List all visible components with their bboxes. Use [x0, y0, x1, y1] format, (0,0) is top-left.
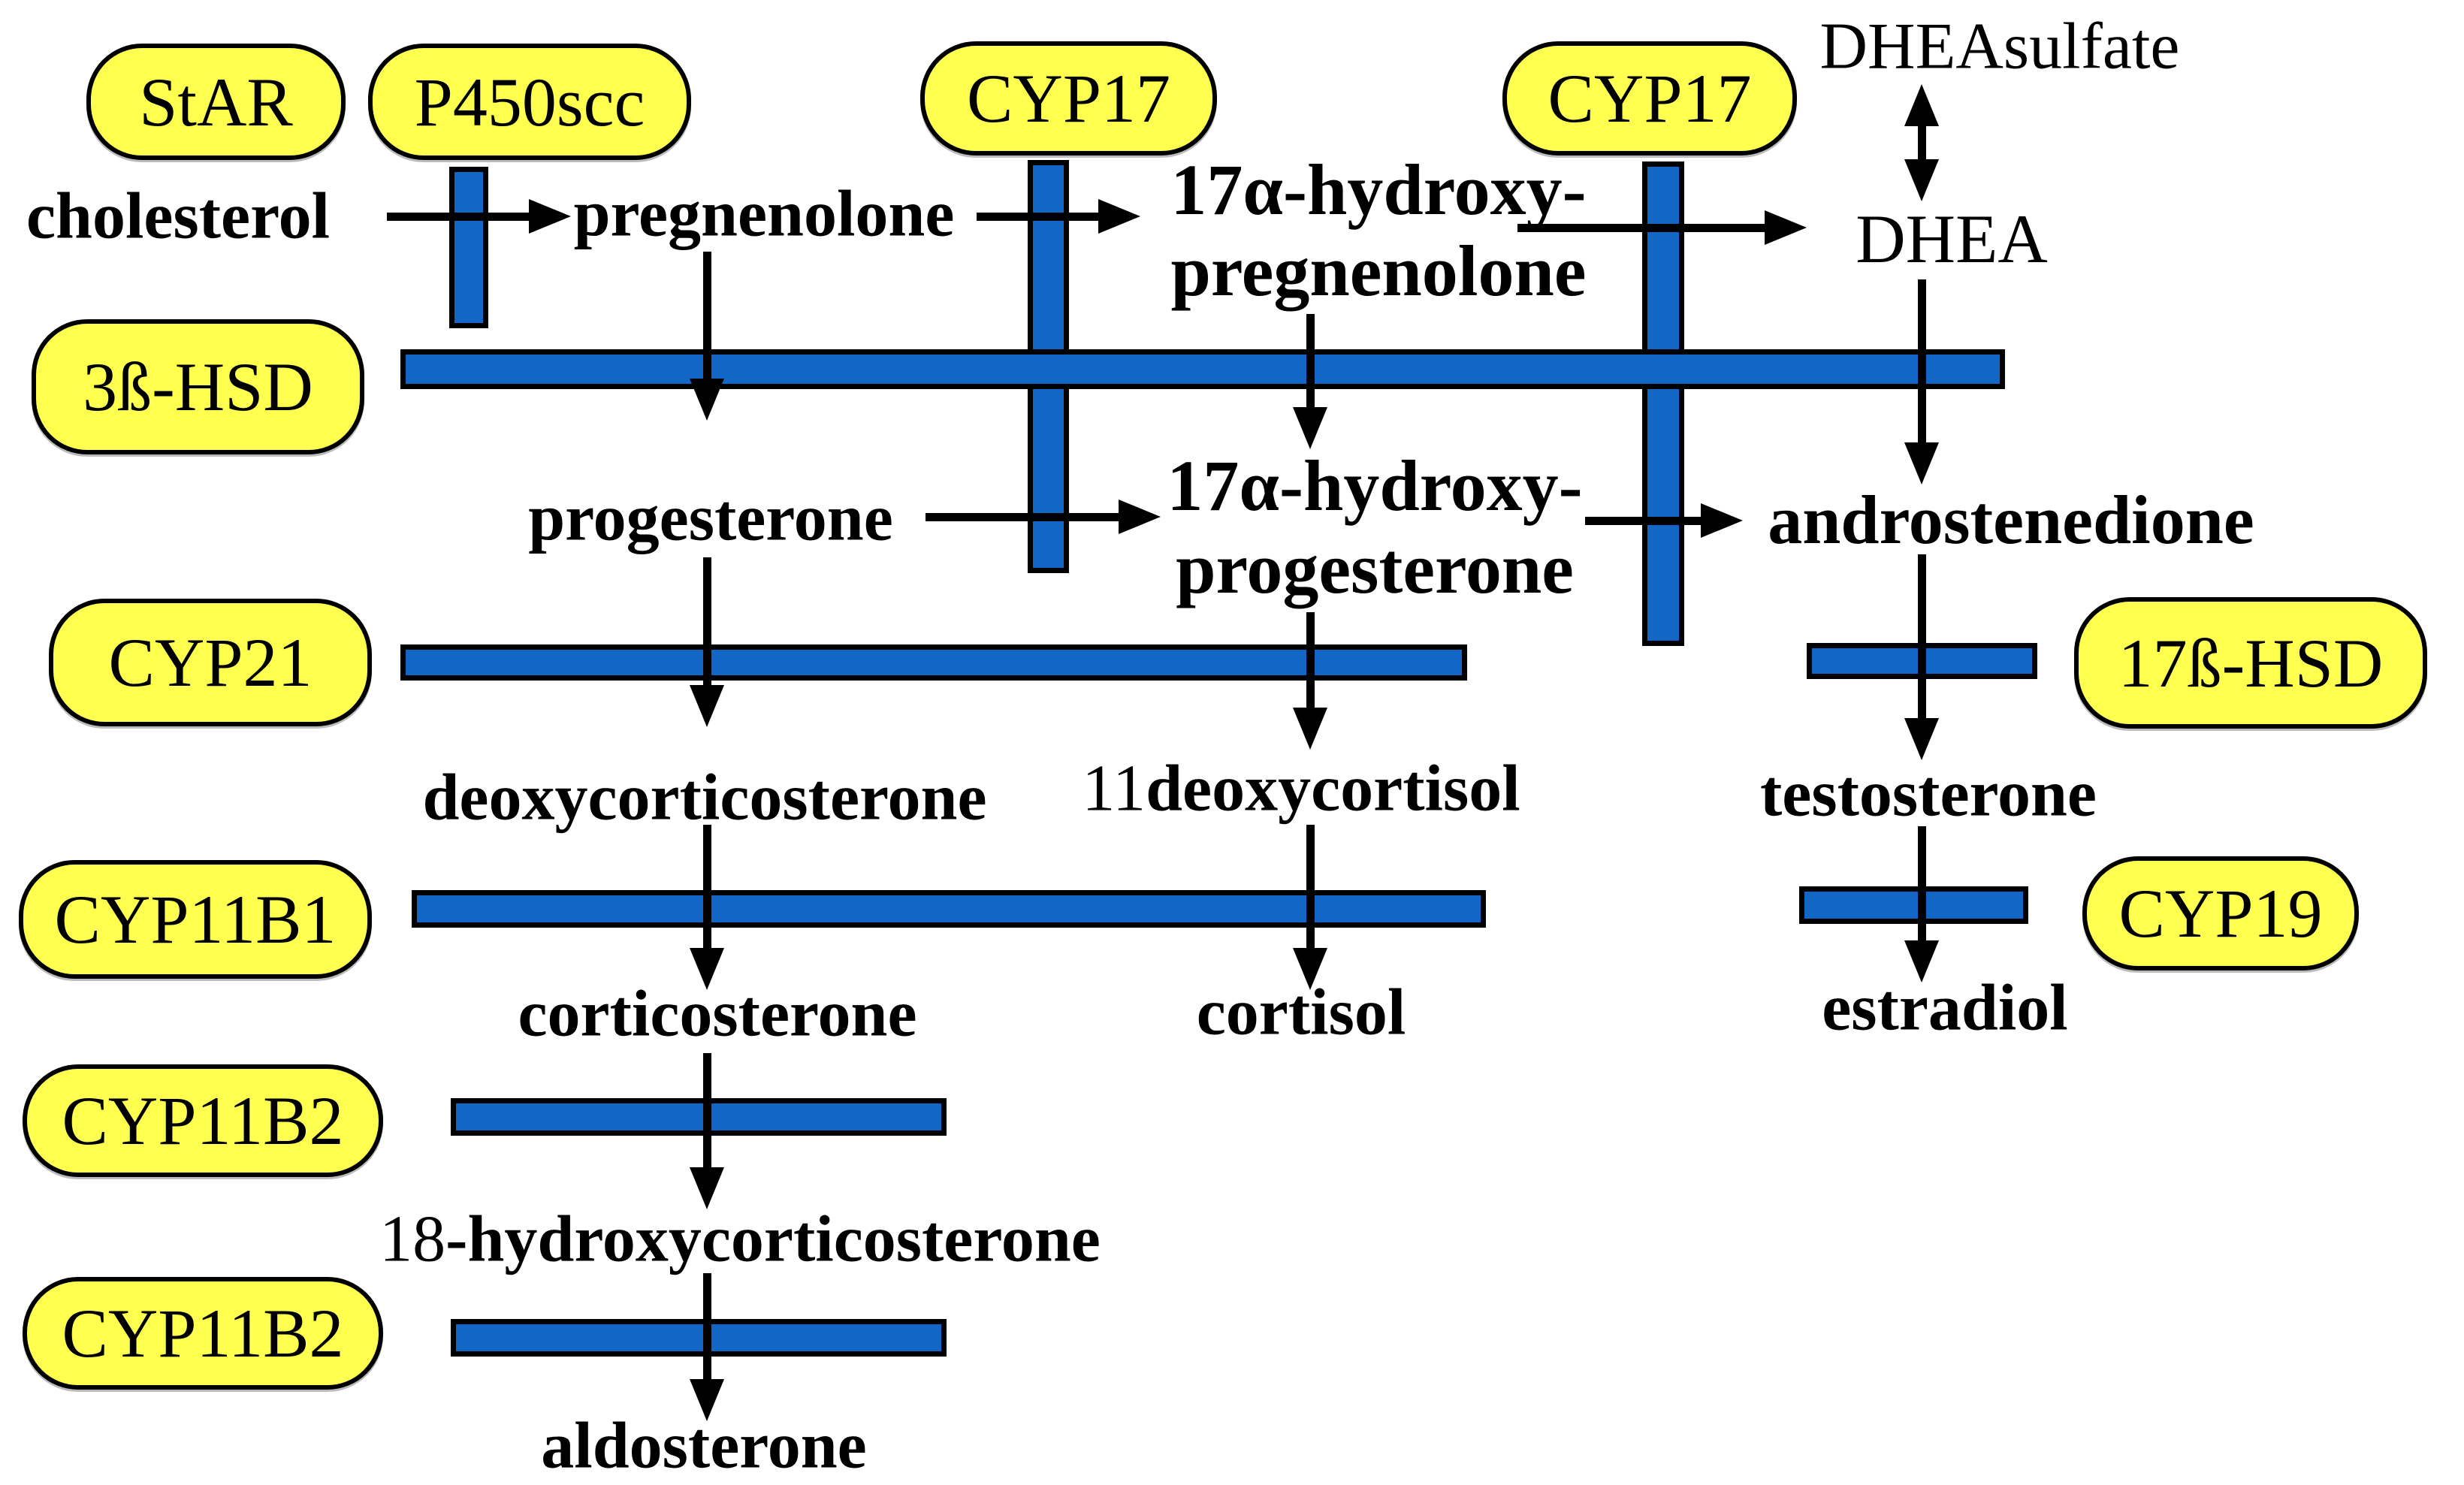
- arrow-dhea-to-androstenedione: [1917, 279, 1926, 445]
- metabolite-11deoxycortisol: 11deoxycortisol: [1082, 752, 1520, 826]
- arrow-pregnenolone-to-progesterone: [702, 252, 711, 382]
- arrowhead-progesterone-to-deoxycorticosterone: [690, 685, 724, 727]
- enzyme-label-cyp19: CYP19: [2118, 875, 2323, 952]
- arrow-corticosterone-to-18oh-corticosterone: [702, 1053, 711, 1170]
- arrowhead-pregnenolone-to-17oh-pregnenolone: [1098, 199, 1140, 234]
- arrowhead-pregnenolone-to-progesterone: [690, 379, 724, 421]
- metabolite-cholesterol: cholesterol: [26, 180, 331, 253]
- enzyme-label-cyp17-a: CYP17: [967, 60, 1170, 137]
- enzyme-label-cyp17-b: CYP17: [1548, 60, 1752, 137]
- enzyme-bar-cyp17-b: [1642, 161, 1684, 646]
- metabolite-dhea-sulfate: DHEAsulfate: [1819, 10, 2180, 83]
- enzyme-pill-cyp17-b: CYP17: [1502, 41, 1797, 155]
- enzyme-pill-cyp19: CYP19: [2082, 856, 2359, 970]
- metabolite-progesterone: progesterone: [528, 481, 893, 555]
- enzyme-bar-3b-hsd: [400, 349, 2005, 389]
- arrowhead-18oh-corticosterone-to-aldosterone: [690, 1379, 724, 1421]
- arrow-17oh-pregnenolone-to-dhea: [1517, 223, 1768, 232]
- enzyme-pill-cyp21: CYP21: [49, 599, 372, 726]
- arrow-11deoxycortisol-to-cortisol: [1306, 825, 1315, 951]
- arrowhead-17oh-progesterone-to-11deoxycortisol: [1293, 708, 1327, 750]
- arrow-pregnenolone-to-17oh-pregnenolone: [977, 212, 1101, 221]
- enzyme-pill-17b-hsd: 17ß-HSD: [2074, 597, 2427, 729]
- enzyme-pill-star: StAR: [86, 44, 346, 160]
- arrowhead-dheasulfate-dhea-reversible: [1904, 159, 1939, 201]
- enzyme-pill-cyp17-a: CYP17: [920, 41, 1217, 155]
- enzyme-bar-cyp11b1: [412, 890, 1486, 928]
- enzyme-bar-cyp21: [400, 644, 1467, 681]
- metabolite-androstenedione: androstenedione: [1768, 481, 2254, 558]
- arrow-deoxycorticosterone-to-corticosterone: [702, 825, 711, 951]
- enzyme-bar-cyp19: [1799, 886, 2028, 924]
- enzyme-label-cyp11b2-a: CYP11B2: [62, 1082, 344, 1159]
- arrow-17oh-pregnenolone-to-17oh-progesterone: [1306, 314, 1315, 410]
- enzyme-pill-p450scc: P450scc: [368, 44, 691, 160]
- metabolite-cortisol: cortisol: [1196, 976, 1406, 1049]
- metabolite-dhea: DHEA: [1856, 201, 2048, 277]
- enzyme-label-cyp11b1: CYP11B1: [54, 881, 337, 958]
- arrow-progesterone-to-17oh-progesterone: [926, 512, 1122, 521]
- metabolite-18-hydroxycorticosterone: 18-hydroxycorticosterone: [379, 1203, 1101, 1276]
- metabolite-pregnenolone: pregnenolone: [573, 177, 955, 251]
- arrowhead-corticosterone-to-18oh-corticosterone: [690, 1167, 724, 1209]
- arrow-testosterone-to-estradiol: [1917, 826, 1926, 943]
- arrow-androstenedione-to-testosterone: [1917, 554, 1926, 721]
- metabolite-deoxycorticosterone: deoxycorticosterone: [422, 761, 987, 835]
- enzyme-bar-cyp11b2-b: [451, 1319, 947, 1357]
- metabolite-estradiol: estradiol: [1822, 971, 2068, 1045]
- enzyme-bar-p450scc: [449, 167, 488, 328]
- arrowhead-dhea-to-androstenedione: [1904, 442, 1939, 484]
- arrowhead-testosterone-to-estradiol: [1904, 940, 1939, 982]
- arrow-17oh-progesterone-to-11deoxycortisol: [1306, 612, 1315, 711]
- arrow-progesterone-to-deoxycorticosterone: [702, 557, 711, 688]
- arrow-cholesterol-to-pregnenolone: [387, 212, 532, 221]
- arrowhead-17oh-progesterone-to-androstenedione: [1701, 503, 1743, 538]
- metabolite-17a-hydroxy-progesterone: 17α-hydroxy-progesterone: [1167, 445, 1583, 608]
- arrowhead-deoxycorticosterone-to-corticosterone: [690, 948, 724, 990]
- enzyme-pill-cyp11b2-a: CYP11B2: [23, 1064, 383, 1177]
- metabolite-testosterone: testosterone: [1760, 757, 2097, 831]
- metabolite-corticosterone: corticosterone: [518, 977, 917, 1051]
- arrowhead-17oh-pregnenolone-to-dhea: [1765, 210, 1807, 245]
- enzyme-label-star: StAR: [139, 63, 293, 140]
- metabolite-aldosterone: aldosterone: [541, 1409, 867, 1483]
- arrowhead-17oh-pregnenolone-to-17oh-progesterone: [1293, 407, 1327, 449]
- arrowhead-progesterone-to-17oh-progesterone: [1119, 500, 1161, 534]
- enzyme-label-3b-hsd: 3ß-HSD: [83, 349, 313, 425]
- arrowhead-cholesterol-to-pregnenolone: [529, 199, 571, 234]
- enzyme-label-cyp11b2-b: CYP11B2: [62, 1295, 344, 1372]
- enzyme-label-p450scc: P450scc: [414, 63, 645, 140]
- enzyme-pill-3b-hsd: 3ß-HSD: [32, 319, 364, 454]
- enzyme-bar-cyp11b2-a: [451, 1098, 947, 1136]
- enzyme-pill-cyp11b2-b: CYP11B2: [23, 1277, 383, 1390]
- arrow-dheasulfate-dhea-reversible: [1917, 123, 1926, 162]
- metabolite-17a-hydroxy-pregnenolone: 17α-hydroxy-pregnenolone: [1170, 149, 1587, 311]
- arrow-18oh-corticosterone-to-aldosterone: [702, 1273, 711, 1382]
- arrowhead-androstenedione-to-testosterone: [1904, 718, 1939, 760]
- enzyme-pill-cyp11b1: CYP11B1: [19, 860, 372, 979]
- arrowhead-up-dheasulfate-dhea-reversible: [1904, 84, 1939, 126]
- enzyme-label-cyp21: CYP21: [108, 624, 313, 701]
- enzyme-label-17b-hsd: 17ß-HSD: [2118, 624, 2384, 702]
- arrowhead-11deoxycortisol-to-cortisol: [1293, 948, 1327, 990]
- arrow-17oh-progesterone-to-androstenedione: [1585, 516, 1704, 525]
